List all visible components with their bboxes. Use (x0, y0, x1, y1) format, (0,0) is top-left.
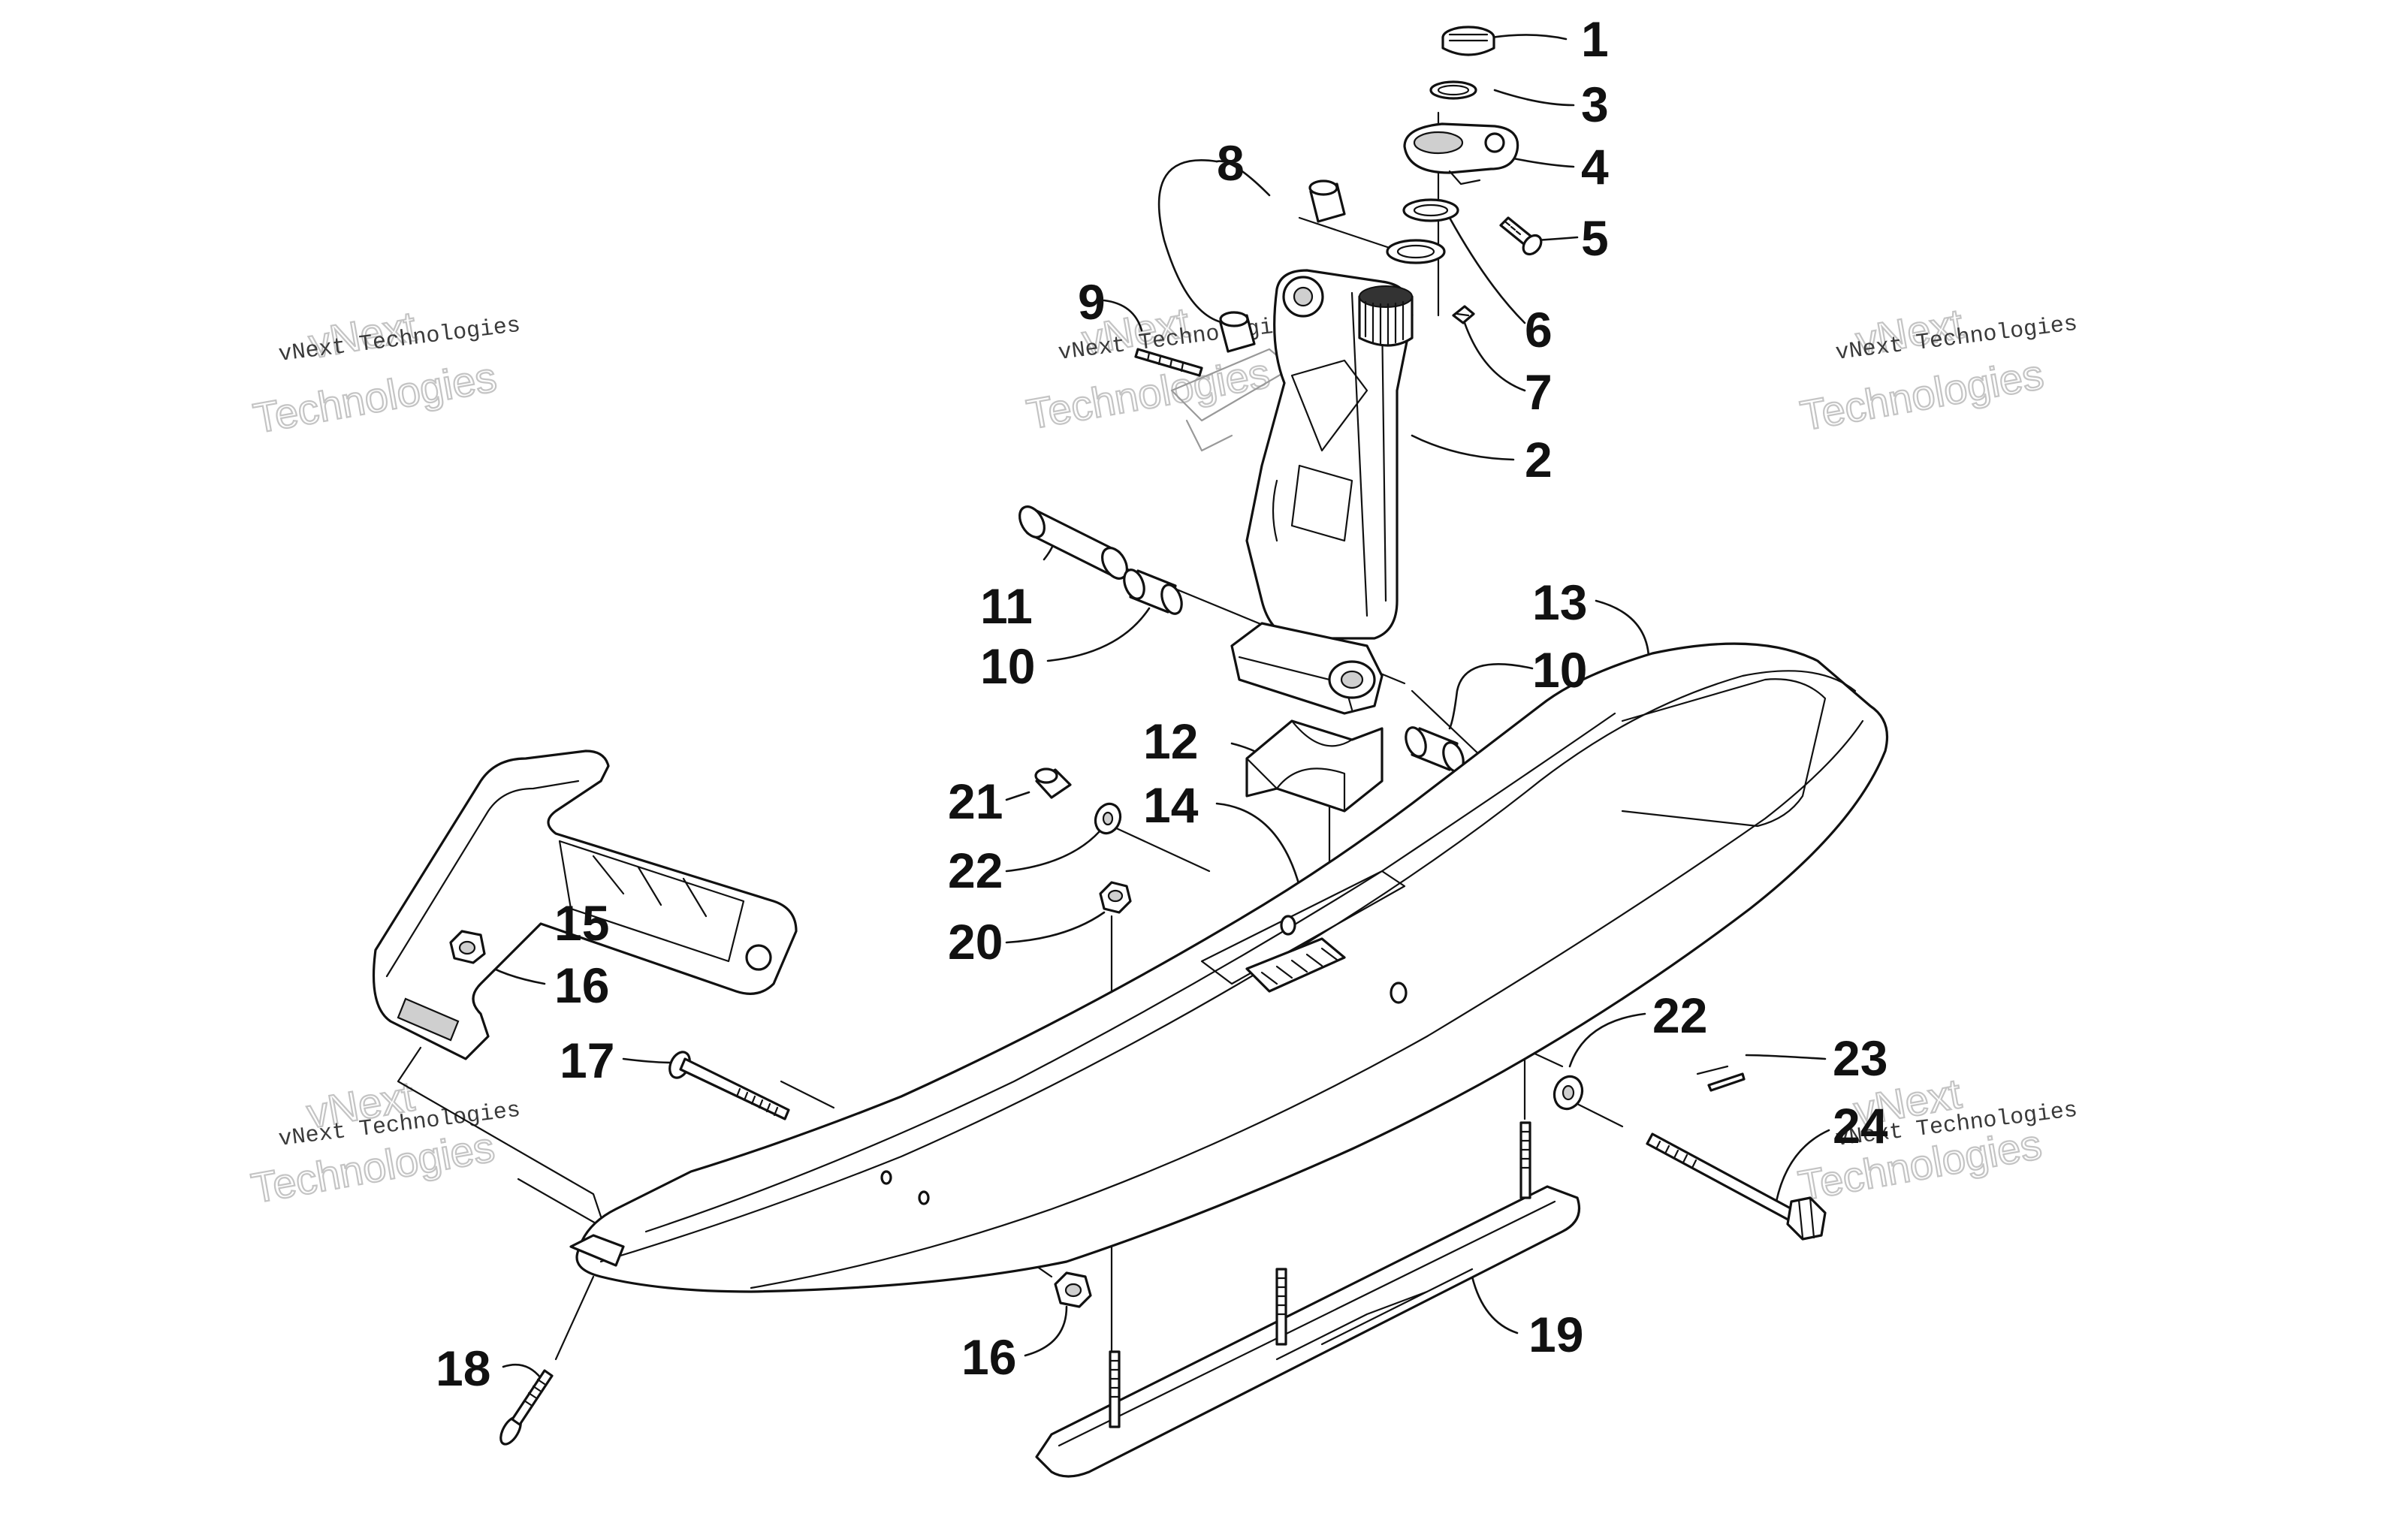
callout-2: 2 (1525, 432, 1553, 487)
part-17-bolt (668, 1051, 790, 1120)
callout-17: 17 (560, 1033, 614, 1088)
part-8-bushing-lower (1219, 311, 1256, 353)
callout-24: 24 (1833, 1098, 1888, 1154)
callout-12: 12 (1143, 713, 1198, 769)
watermark-center-top: vNext Technologies (1022, 297, 1274, 439)
callout-10-left: 10 (980, 638, 1035, 694)
callout-16-left: 16 (554, 957, 609, 1013)
part-13-ski (569, 642, 1889, 1293)
part-4-steering-arm (1403, 122, 1519, 185)
callout-3: 3 (1581, 77, 1609, 132)
part-6-washers (1386, 198, 1459, 264)
callout-13: 13 (1532, 574, 1587, 630)
callout-19: 19 (1528, 1307, 1583, 1362)
callout-11: 11 (980, 578, 1033, 634)
part-12-saddle-block (1245, 719, 1384, 813)
part-21-plug (1034, 767, 1072, 799)
part-24-hex-bolt (1646, 1132, 1827, 1241)
callout-14: 14 (1143, 777, 1199, 833)
callout-7: 7 (1525, 364, 1553, 420)
part-15-handle (372, 749, 798, 1060)
part-23-cotter-pin (1707, 1072, 1746, 1092)
part-2-spindle (1170, 269, 1414, 715)
callout-8: 8 (1217, 135, 1245, 191)
callout-22-right: 22 (1652, 988, 1707, 1043)
callout-4: 4 (1581, 139, 1609, 195)
watermark-left-top: vNext Technologies (249, 301, 501, 443)
part-20-nut (1099, 881, 1132, 914)
part-7-grease-fitting (1452, 305, 1475, 324)
part-22-washer-right (1553, 1075, 1584, 1111)
part-10-bushing-left (1123, 568, 1183, 615)
callout-22-left: 22 (948, 843, 1003, 898)
svg-text:Technologies: Technologies (1797, 350, 2047, 439)
callout-6: 6 (1525, 302, 1553, 357)
callout-1: 1 (1581, 11, 1609, 67)
callout-16-bottom: 16 (961, 1329, 1016, 1385)
part-22-washer-left (1094, 802, 1122, 835)
callout-15: 15 (554, 895, 609, 951)
part-16-nut-bottom (1054, 1271, 1092, 1308)
part-9-pin (1134, 348, 1203, 377)
part-18-screw (499, 1369, 554, 1446)
callout-10-right: 10 (1532, 642, 1587, 698)
part-10-bushing-right (1405, 726, 1465, 773)
part-1-cap (1441, 26, 1495, 56)
callout-20: 20 (948, 914, 1003, 970)
callout-23: 23 (1833, 1030, 1887, 1086)
watermark-right-top: vNext Technologies (1796, 299, 2047, 441)
leader-lines (397, 34, 1830, 1380)
callout-labels: 1 3 4 5 8 6 9 7 2 11 13 10 10 12 21 14 2… (436, 11, 1888, 1396)
callout-9: 9 (1078, 274, 1106, 330)
callout-5: 5 (1581, 210, 1609, 266)
part-8-bushing-upper (1308, 179, 1346, 223)
part-16-nut-left (449, 930, 486, 964)
callout-21: 21 (948, 774, 1003, 829)
part-3-snap-ring (1429, 80, 1477, 100)
callout-18: 18 (436, 1340, 490, 1396)
part-11-sleeve (1018, 505, 1128, 580)
part-19-runner (1035, 1121, 1581, 1478)
part-5-bolt (1499, 216, 1543, 256)
